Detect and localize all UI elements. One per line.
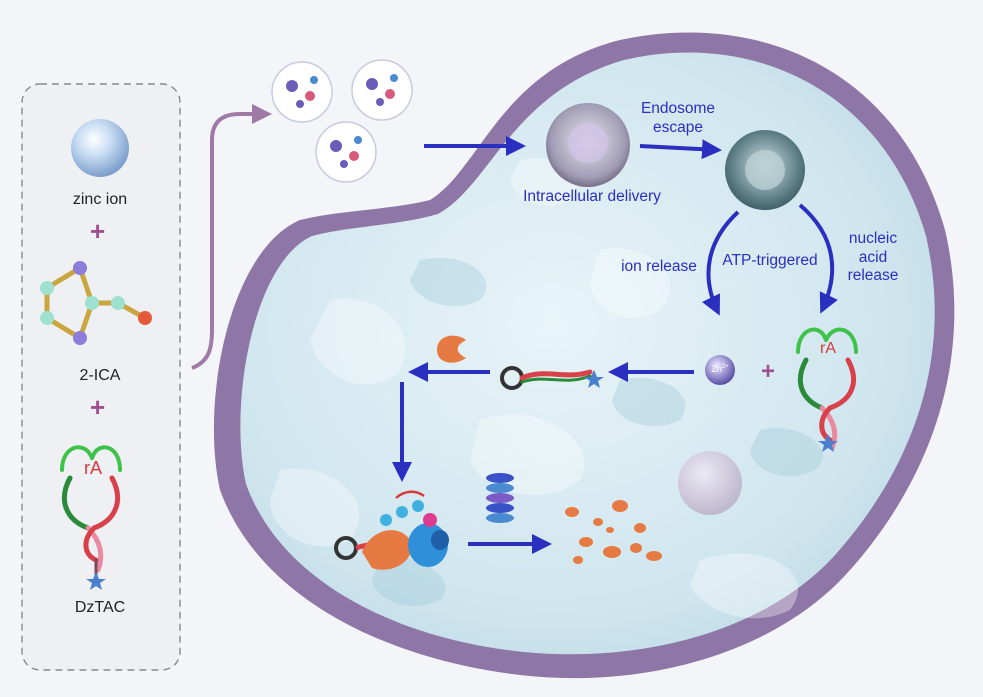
ra-label-legend: rA: [84, 458, 102, 478]
zinc-ion-label: zinc ion: [72, 191, 128, 208]
dztac-structure-cell: [796, 327, 858, 451]
atp-triggered-label: ATP-triggered: [722, 252, 818, 269]
endosome-escape-label: Endosome escape: [640, 100, 716, 136]
plus-sign-1: +: [90, 216, 106, 246]
target-protein: [437, 335, 466, 363]
nucleic-acid-release-label: nucleic acid release: [847, 230, 899, 285]
dztac-label: DzTAC: [74, 599, 126, 616]
zn-ion: [705, 355, 735, 385]
dztac-star-cell: [818, 434, 838, 452]
ternary-complex: [334, 490, 449, 570]
dztac-star-legend: [86, 572, 106, 590]
activated-dztac: [500, 366, 593, 390]
plus-sign-3: +: [761, 358, 776, 385]
zinc-ion-sphere: [71, 119, 129, 177]
endosome-late-cargo: [745, 150, 785, 190]
activated-dztac-star: [584, 370, 604, 388]
zn-charge: 2+: [721, 364, 729, 370]
dztac-structure-legend: [60, 445, 122, 580]
ion-release-arrow: [702, 210, 740, 316]
vesicle: [678, 451, 742, 515]
endosome-early-cargo: [568, 123, 608, 163]
components-panel: [21, 83, 181, 671]
intracellular-delivery-label: Intracellular delivery: [523, 188, 661, 205]
plus-sign-2: +: [90, 392, 106, 422]
nucleic-acid-release-arrow: [798, 203, 838, 314]
proteasome: [486, 473, 514, 523]
zn-ion-label: Zn2+: [708, 364, 732, 375]
cytoplasm-texture-dark: [372, 258, 823, 607]
ion-release-label: ion release: [621, 258, 697, 275]
2-ica-label: 2-ICA: [79, 367, 121, 384]
endosome-escape-arrow: [639, 139, 722, 160]
peptide-fragments: [565, 500, 662, 564]
connector-arrow: [191, 104, 272, 370]
zn-symbol: Zn: [711, 364, 722, 374]
nanoparticle-cluster: [271, 59, 413, 183]
ra-label-cell: rA: [820, 340, 836, 357]
2-ica-atoms: [40, 261, 152, 345]
